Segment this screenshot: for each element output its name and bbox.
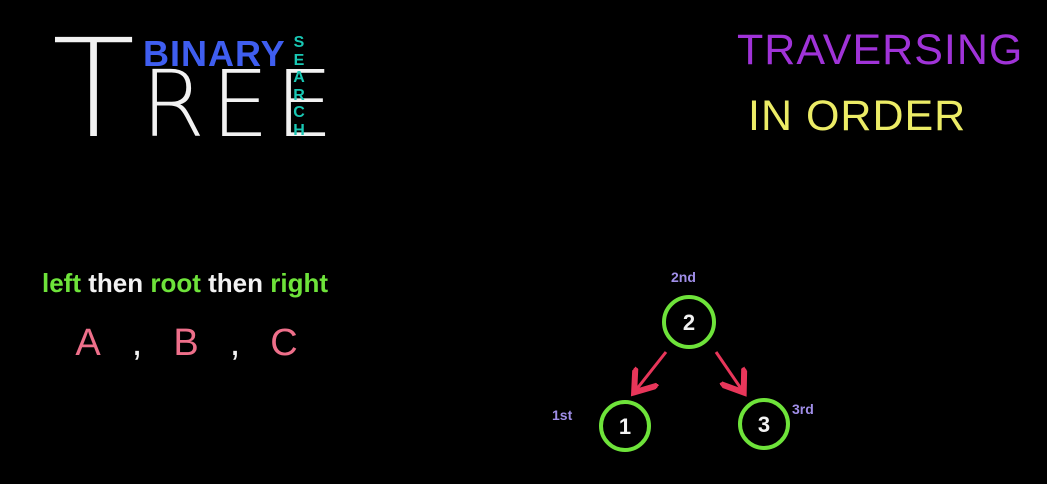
heading-traversing: TRAVERSING xyxy=(737,26,1024,74)
right-node-value: 3 xyxy=(758,412,770,437)
sequence-item-a: A xyxy=(75,322,101,364)
rule-word-root: root xyxy=(150,268,201,298)
search-letter: H xyxy=(293,121,305,139)
tree-title-first-letter: T xyxy=(52,11,142,169)
sequence-separator: , xyxy=(131,322,143,364)
left-order-label: 1st xyxy=(552,407,573,423)
search-letter: C xyxy=(293,104,305,121)
rule-word-right: right xyxy=(270,268,329,298)
root-order-label: 2nd xyxy=(671,269,696,285)
tree-node-root: 2 xyxy=(662,295,716,349)
left-node-value: 1 xyxy=(619,414,631,439)
search-vertical-label: S E A R C H xyxy=(290,34,308,139)
right-order-label: 3rd xyxy=(792,401,814,417)
traversal-sequence: A, B, C xyxy=(68,322,304,365)
tree-node-left: 1 xyxy=(599,400,651,452)
sequence-separator: , xyxy=(229,322,241,364)
tree-node-right: 3 xyxy=(738,398,790,450)
heading-in-order: IN ORDER xyxy=(748,92,967,140)
rule-word-then: then xyxy=(208,268,264,298)
edge-root-right xyxy=(714,351,742,390)
search-letter: R xyxy=(293,86,305,104)
sequence-item-c: C xyxy=(270,322,298,364)
sequence-item-b: B xyxy=(173,322,199,364)
root-node-value: 2 xyxy=(683,310,695,335)
search-letter: E xyxy=(293,51,305,69)
rule-word-left: left xyxy=(42,268,81,298)
tree-title-rest: REE xyxy=(141,51,340,158)
edge-root-left xyxy=(636,351,668,390)
search-letter: A xyxy=(293,69,305,86)
binary-label: BINARY xyxy=(143,33,286,74)
search-letter: S xyxy=(293,34,305,51)
rule-word-then: then xyxy=(88,268,144,298)
tree-title: TREE xyxy=(52,22,339,158)
traversal-rule: left then root then right xyxy=(42,268,328,299)
